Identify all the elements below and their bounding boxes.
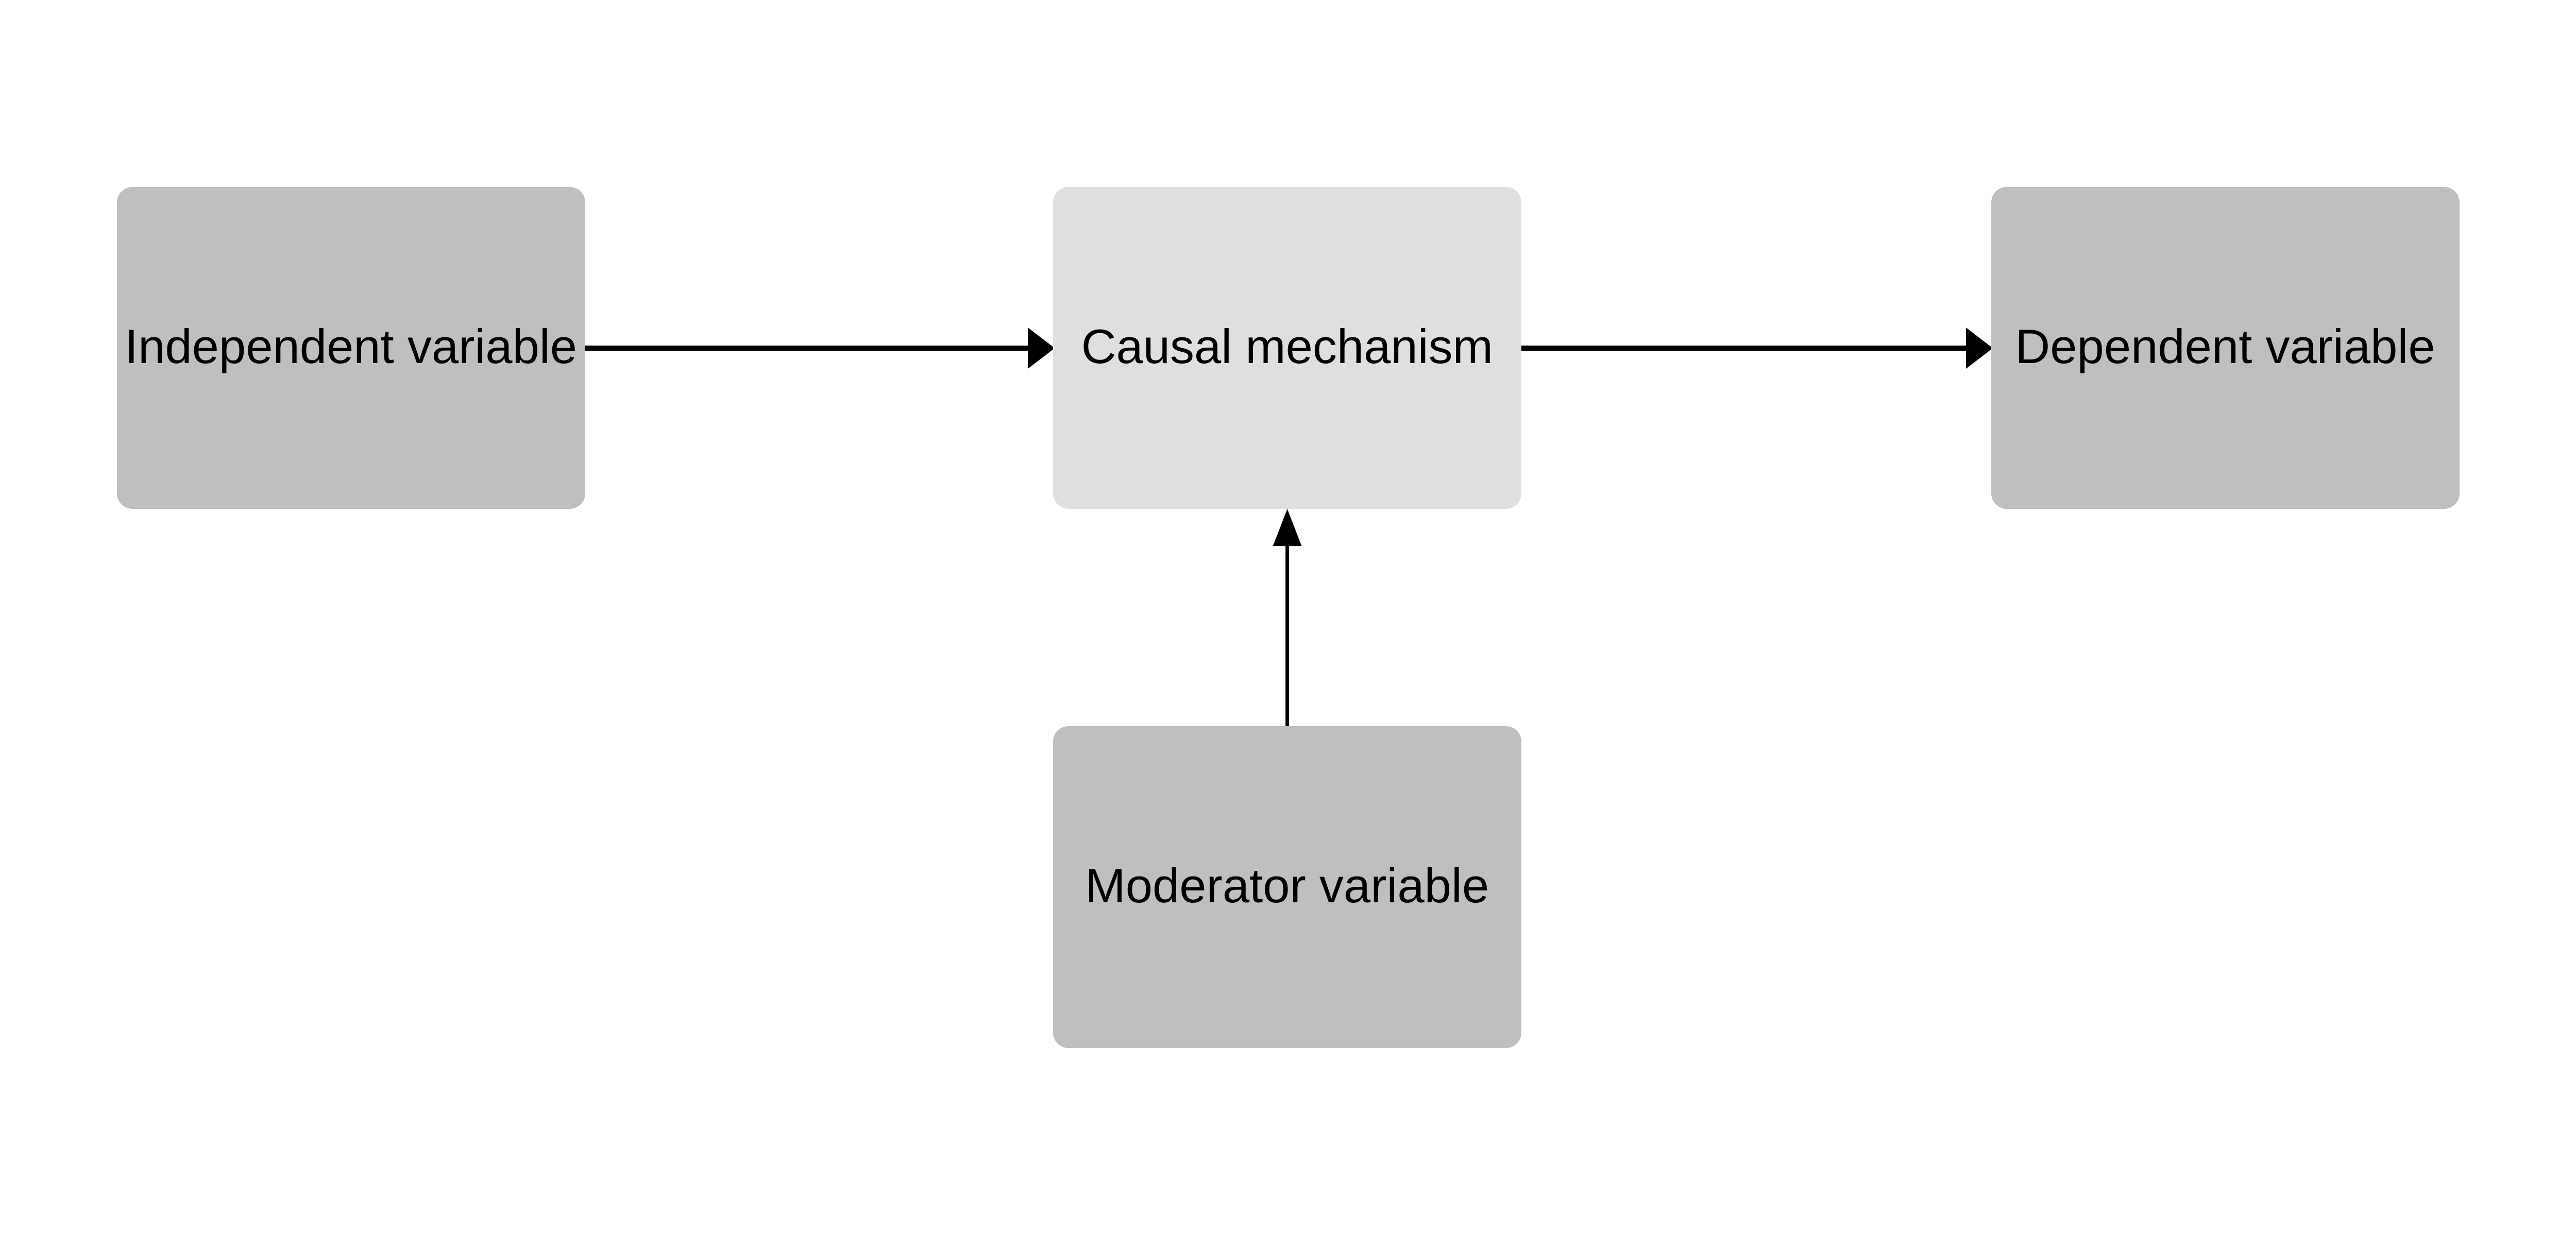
- node-dependent-variable: Dependent variable: [1991, 187, 2460, 509]
- arrowhead-icon: [1965, 328, 1993, 369]
- node-label: Causal mechanism: [1081, 319, 1493, 373]
- node-label: Independent variable: [124, 319, 578, 373]
- node-causal-mechanism: Causal mechanism: [1053, 187, 1521, 509]
- arrowhead-icon: [1028, 328, 1055, 369]
- node-label: Moderator variable: [1085, 858, 1489, 913]
- node-independent-variable: Independent variable: [116, 187, 585, 509]
- node-moderator-variable: Moderator variable: [1053, 726, 1521, 1048]
- arrowhead-icon: [1273, 509, 1302, 546]
- node-label: Dependent variable: [2015, 319, 2435, 373]
